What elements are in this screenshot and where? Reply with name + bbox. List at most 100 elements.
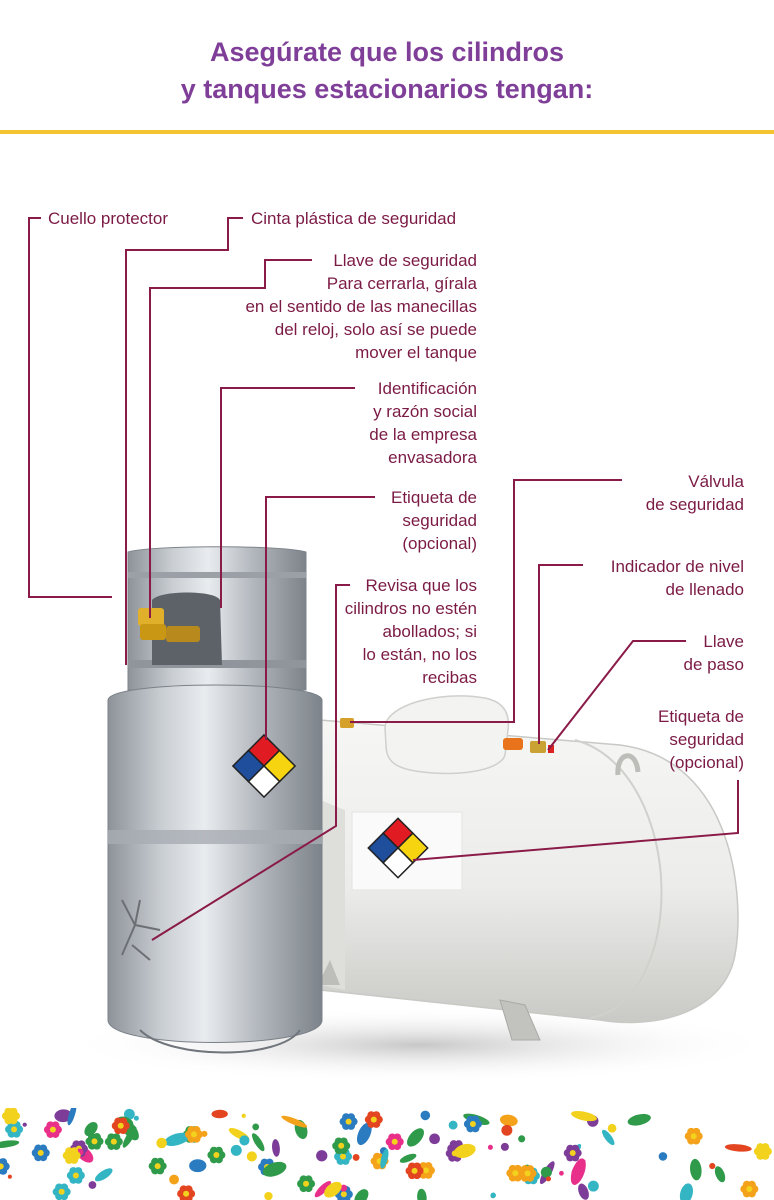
flower-icon: [62, 1147, 81, 1164]
leader-cuello: [28, 217, 112, 598]
etiq-cil-line-3: (opcional): [402, 534, 477, 553]
leader-etiqueta-cil: [265, 496, 375, 740]
flower-icon: [0, 1158, 10, 1175]
title-line-2: y tanques estacionarios tengan:: [180, 74, 594, 104]
dot-icon: [448, 1120, 458, 1130]
dot-icon: [230, 1144, 242, 1156]
flower-icon: [684, 1127, 703, 1145]
page-title: Asegúrate que los cilindros y tanques es…: [0, 34, 774, 108]
flower-icon: [385, 1133, 404, 1151]
flower-icon: [339, 1113, 358, 1130]
title-line-1: Asegúrate que los cilindros: [209, 37, 565, 67]
llave-line-3: en el sentido de las manecillas: [245, 297, 477, 316]
indicador-line-2: de llenado: [665, 580, 744, 599]
valvula-line-1: Válvula: [688, 472, 744, 491]
dot-icon: [487, 1144, 493, 1150]
leader-indicador: [538, 564, 583, 744]
leaf-icon: [354, 1189, 369, 1200]
revisa-line-4: lo están, no los: [362, 645, 477, 664]
label-revisa: Revisa que los cilindros no estén abolla…: [345, 574, 477, 689]
leaf-icon: [262, 1161, 287, 1177]
dot-icon: [239, 1135, 250, 1146]
flower-icon: [297, 1175, 316, 1193]
revisa-line-1: Revisa que los: [365, 576, 477, 595]
label-valvula: Válvula de seguridad: [646, 470, 744, 516]
leaf-icon: [211, 1109, 228, 1119]
llave-line-5: mover el tanque: [355, 343, 477, 362]
leaf-icon: [453, 1143, 476, 1158]
dot-icon: [123, 1108, 135, 1120]
leaf-icon: [724, 1144, 752, 1152]
flower-icon: [104, 1133, 123, 1150]
dot-icon: [518, 1135, 526, 1143]
flower-icon: [563, 1144, 582, 1162]
dot-icon: [490, 1192, 496, 1198]
leaf-icon: [570, 1158, 586, 1185]
dot-icon: [420, 1110, 431, 1121]
flower-icon: [740, 1180, 759, 1198]
dot-icon: [709, 1162, 716, 1170]
flower-icon: [463, 1115, 482, 1133]
leaf-icon: [252, 1133, 265, 1152]
flower-icon: [85, 1133, 104, 1150]
dot-icon: [658, 1152, 668, 1161]
etiq-tanque-line-2: seguridad: [669, 730, 744, 749]
dot-icon: [156, 1137, 167, 1149]
dot-icon: [540, 1166, 552, 1178]
dot-icon: [88, 1181, 97, 1189]
dot-icon: [201, 1130, 208, 1137]
etiq-tanque-line-1: Etiqueta de: [657, 707, 744, 726]
dot-icon: [252, 1123, 260, 1131]
nfpa-diamond-icon: [367, 817, 429, 879]
flower-icon: [177, 1185, 196, 1200]
dot-icon: [587, 1180, 599, 1192]
flower-icon: [52, 1183, 71, 1200]
flower-icon: [43, 1121, 62, 1138]
dot-icon: [169, 1174, 179, 1185]
ident-line-1: Identificación: [377, 379, 477, 398]
flower-icon: [31, 1144, 50, 1162]
dot-icon: [133, 1115, 139, 1121]
leader-cinta: [125, 217, 243, 665]
dot-icon: [500, 1142, 509, 1151]
etiq-tanque-line-3: (opcional): [669, 753, 744, 772]
label-identificacion: Identificación y razón social de la empr…: [369, 377, 477, 469]
dot-icon: [607, 1123, 617, 1133]
leader-llave-paso: [547, 640, 686, 751]
dot-icon: [241, 1113, 246, 1118]
leaf-icon: [690, 1158, 702, 1181]
llave-paso-line-2: de paso: [683, 655, 745, 674]
dot-icon: [246, 1151, 257, 1162]
leader-revisa: [151, 584, 350, 941]
valvula-line-2: de seguridad: [645, 495, 744, 514]
dot-icon: [559, 1170, 564, 1176]
leader-valvula: [350, 479, 622, 723]
leader-etiqueta-tanque: [412, 780, 739, 861]
leaf-icon: [602, 1129, 615, 1146]
flower-icon: [111, 1117, 130, 1135]
flower-icon: [332, 1137, 351, 1155]
dot-icon: [22, 1122, 27, 1127]
dot-icon: [352, 1153, 360, 1161]
leaf-icon: [314, 1180, 331, 1198]
leaf-icon: [356, 1122, 372, 1145]
dot-icon: [429, 1133, 440, 1145]
leader-identificacion: [220, 387, 355, 608]
leaf-icon: [399, 1153, 417, 1163]
dot-icon: [264, 1191, 273, 1200]
title-divider: [0, 130, 774, 134]
dot-icon: [7, 1174, 12, 1179]
leaf-icon: [578, 1183, 589, 1200]
flower-icon: [1, 1108, 20, 1125]
llave-line-4: del reloj, solo así se puede: [274, 320, 477, 339]
flower-icon: [506, 1164, 525, 1182]
illustration: [28, 217, 774, 1083]
etiq-cil-line-1: Etiqueta de: [390, 488, 477, 507]
revisa-line-2: cilindros no estén: [344, 599, 477, 618]
label-etiqueta-tanque: Etiqueta de seguridad (opcional): [658, 705, 744, 774]
label-indicador: Indicador de nivel de llenado: [611, 555, 744, 601]
flower-icon: [753, 1143, 772, 1160]
leaf-icon: [189, 1159, 207, 1173]
leader-llave: [149, 259, 312, 618]
llave-line-2: Para cerrarla, gírala: [326, 274, 477, 293]
